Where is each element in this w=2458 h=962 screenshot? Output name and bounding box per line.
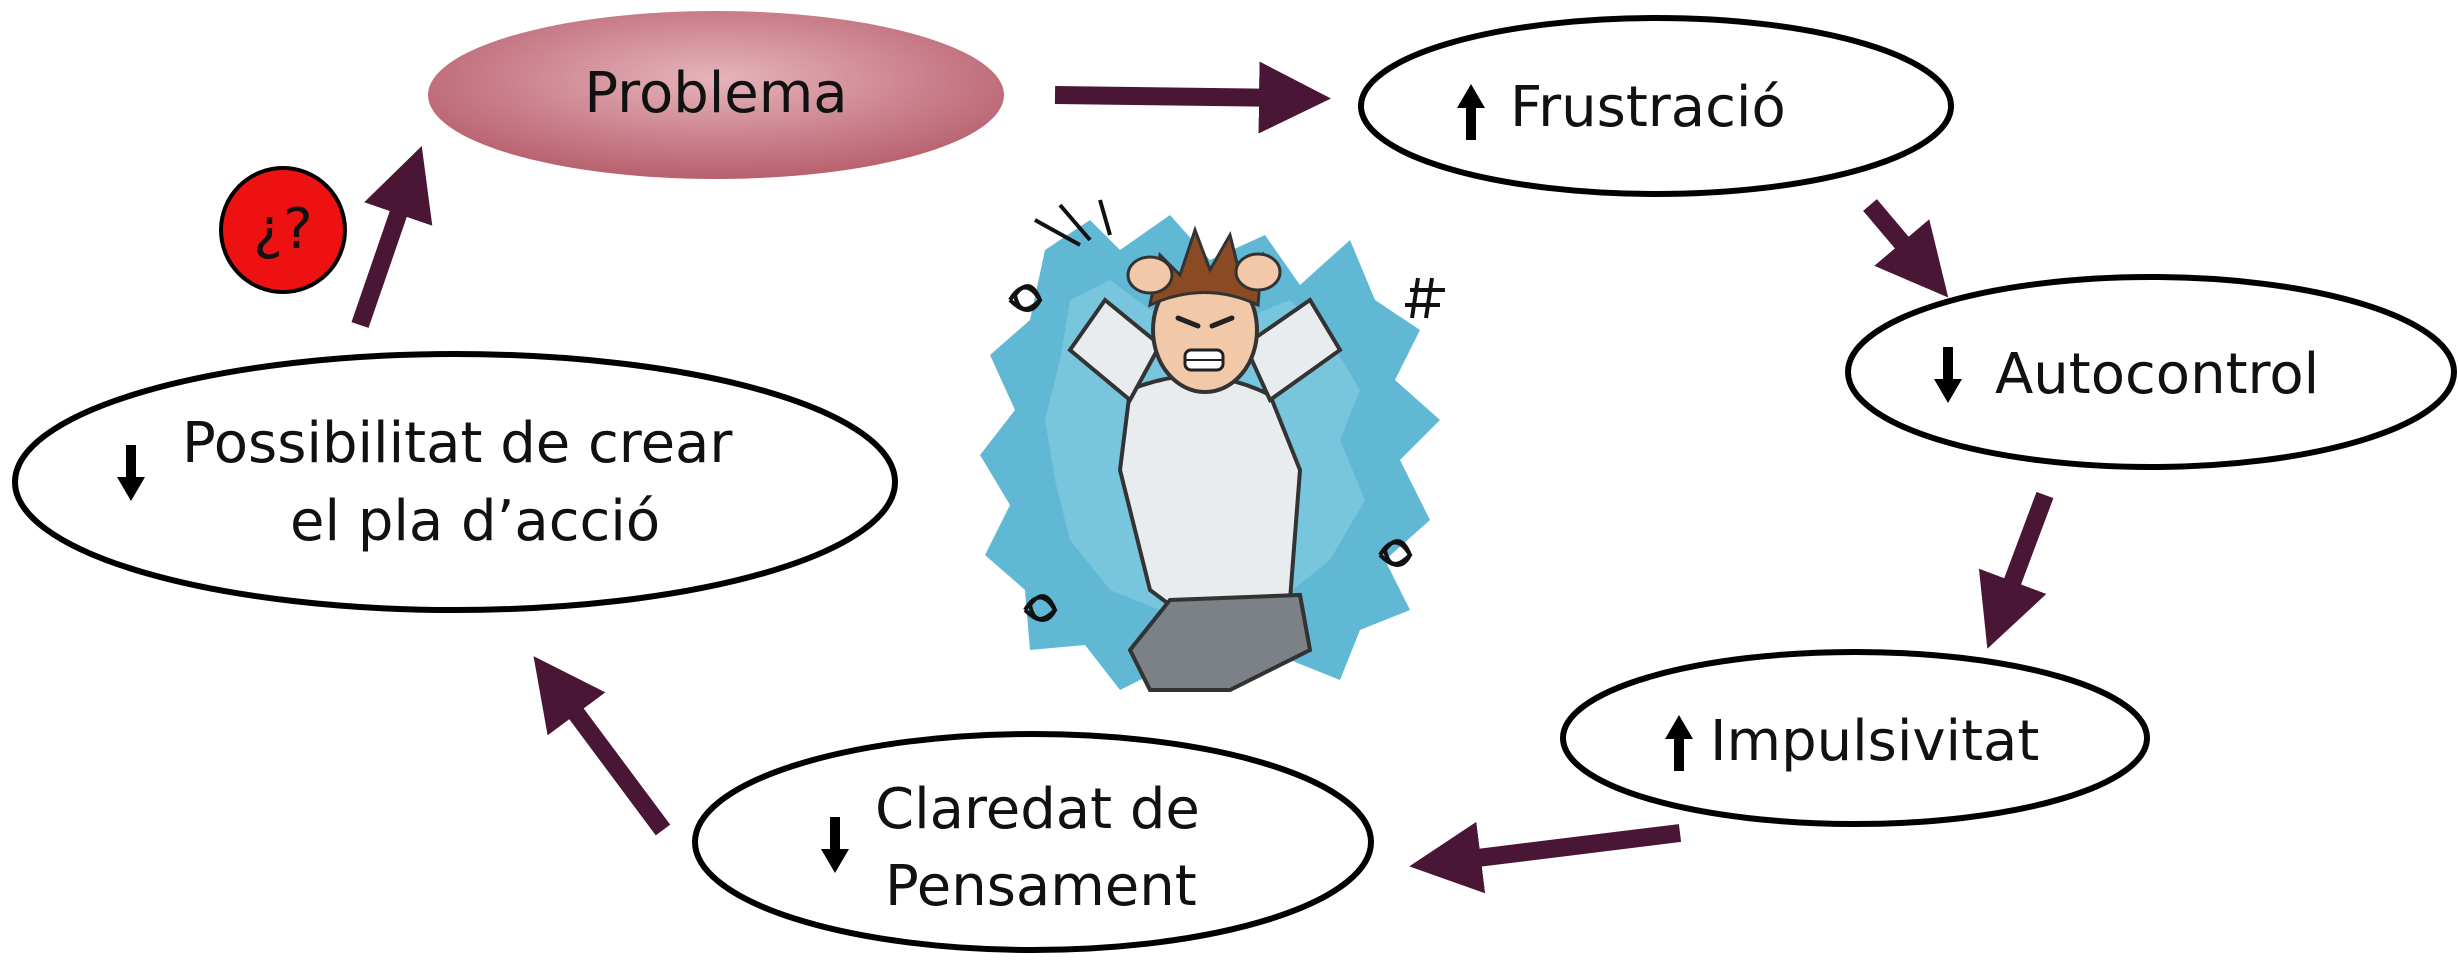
svg-text:el pla d’acció: el pla d’acció	[290, 489, 660, 554]
node-claredat: Claredat de Pensament	[692, 731, 1374, 953]
node-frustracio-label: Frustració	[1510, 75, 1786, 140]
svg-text:Claredat de: Claredat de	[875, 777, 1200, 842]
question-badge: ¿?	[219, 166, 347, 294]
node-impulsivitat-label: Impulsivitat	[1710, 709, 2039, 774]
node-autocontrol-label: Autocontrol	[1995, 342, 2319, 407]
node-autocontrol: Autocontrol	[1845, 274, 2457, 470]
arrow-possibilitat-to-problema	[351, 145, 433, 328]
arrow-impulsivitat-to-claredat	[1409, 821, 1682, 894]
question-badge-label: ¿?	[253, 197, 312, 262]
node-possibilitat: Possibilitat de crear el pla d’acció	[12, 351, 898, 613]
svg-text:Possibilitat de crear: Possibilitat de crear	[182, 411, 733, 476]
node-problema-label: Problema	[584, 61, 847, 126]
arrow-claredat-to-possibilitat	[533, 656, 671, 836]
arrow-problema-to-frustracio	[1054, 61, 1331, 134]
node-possibilitat-line2: el pla d’acció	[290, 489, 660, 554]
svg-text:Pensament: Pensament	[885, 854, 1197, 919]
arrow-frustracio-to-autocontrol	[1863, 199, 1949, 298]
node-frustracio: Frustració	[1358, 15, 1954, 197]
frustrated-person-icon	[980, 199, 1445, 692]
arrow-autocontrol-to-impulsivitat	[1978, 491, 2054, 649]
node-problema: Problema	[428, 11, 1004, 179]
node-impulsivitat: Impulsivitat	[1560, 649, 2150, 827]
node-claredat-line2: Pensament	[885, 854, 1197, 919]
node-possibilitat-line1: Possibilitat de crear	[182, 411, 733, 476]
node-claredat-line1: Claredat de	[875, 777, 1200, 842]
